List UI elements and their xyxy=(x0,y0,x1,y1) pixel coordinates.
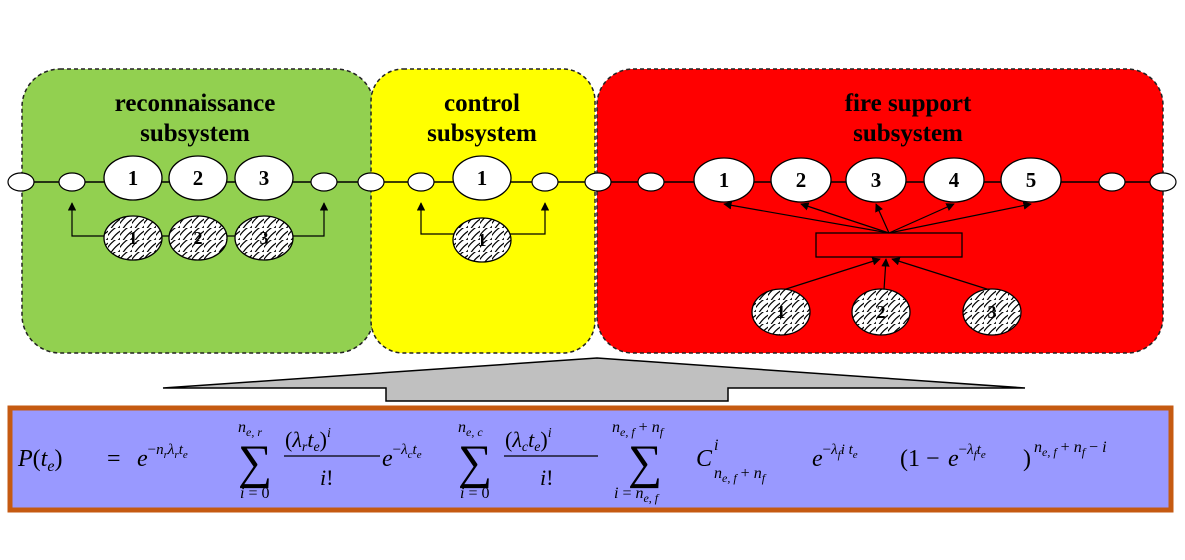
control-title-line2: subsystem xyxy=(427,120,537,147)
fire-node-3-label: 3 xyxy=(871,168,882,192)
formula-text: ∑ xyxy=(628,436,662,489)
junction-node xyxy=(1149,172,1177,192)
fire-redundant-1-label: 1 xyxy=(777,302,786,322)
junction-node xyxy=(637,172,665,192)
fire-switch-arrow xyxy=(888,201,1032,234)
formula-text: C xyxy=(696,446,713,472)
formula-box xyxy=(7,405,1174,513)
formula-text: i = 0 xyxy=(240,485,269,502)
recon-redundant-3-label: 3 xyxy=(260,228,269,248)
recon-node-1 xyxy=(103,155,163,201)
fire-switch-arrow xyxy=(888,203,955,234)
fire-redundant-3-label: 3 xyxy=(988,302,997,322)
formula-text: P(te) xyxy=(17,446,62,475)
recon-node-2 xyxy=(168,155,228,201)
recon-redundant-2 xyxy=(168,215,228,261)
fire-title-line2: subsystem xyxy=(853,120,963,147)
fire-switch-box xyxy=(815,232,963,258)
fire-redundant-arrow xyxy=(881,258,890,291)
fire-node-4 xyxy=(923,157,985,203)
recon-node-1-label: 1 xyxy=(128,166,139,190)
control-redundant-1-label: 1 xyxy=(478,230,487,250)
fire-redundant-2 xyxy=(851,288,911,336)
control-panel xyxy=(370,68,596,354)
junction-node xyxy=(1098,172,1126,192)
recon-title-line2: subsystem xyxy=(140,120,250,147)
fire-redundant-3 xyxy=(962,288,1022,336)
fire-node-2 xyxy=(770,157,832,203)
recon-node-3-label: 3 xyxy=(259,166,270,190)
formula-text: ∑ xyxy=(238,436,272,489)
recon-panel xyxy=(21,68,375,354)
formula-text: (1 − xyxy=(900,446,940,472)
formula-text: i! xyxy=(540,465,553,490)
junction-node xyxy=(7,172,35,192)
formula-arrow xyxy=(162,357,1026,402)
fire-redundant-1 xyxy=(751,288,811,336)
formula-text: (λcte)i xyxy=(505,426,552,455)
formula-text: i xyxy=(714,437,718,454)
fire-title-line1: fire support xyxy=(845,90,972,117)
formula-text: ) xyxy=(1023,446,1031,472)
fire-node-5-label: 5 xyxy=(1026,168,1037,192)
control-title-line1: control xyxy=(444,90,520,117)
recon-redundant-3 xyxy=(234,215,294,261)
recon-redundant-1 xyxy=(103,215,163,261)
formula-text: i = 0 xyxy=(460,485,489,502)
junction-node xyxy=(357,172,385,192)
fire-redundant-arrow xyxy=(891,257,991,291)
recon-title-line1: reconnaissance xyxy=(115,90,276,117)
fire-node-3 xyxy=(845,157,907,203)
control-node-1-label: 1 xyxy=(477,166,488,190)
fire-node-2-label: 2 xyxy=(796,168,807,192)
junction-node xyxy=(584,172,612,192)
formula-text: i! xyxy=(320,465,333,490)
fire-switch-arrow xyxy=(875,203,890,234)
fire-redundant-arrow xyxy=(782,257,881,291)
control-redundant-1 xyxy=(452,217,512,263)
control-node-1 xyxy=(452,155,512,201)
fire-switch-arrow xyxy=(800,202,890,234)
fire-node-4-label: 4 xyxy=(949,168,960,192)
recon-node-3 xyxy=(234,155,294,201)
recon-node-2-label: 2 xyxy=(193,166,204,190)
recon-redundant-1-label: 1 xyxy=(129,228,138,248)
junction-node xyxy=(531,172,559,192)
recon-redundant-2-label: 2 xyxy=(194,228,203,248)
fire-switch-arrow xyxy=(723,201,890,234)
junction-node xyxy=(58,172,86,192)
formula-text: ∑ xyxy=(458,436,492,489)
fire-node-1-label: 1 xyxy=(719,168,730,192)
junction-node xyxy=(407,172,435,192)
junction-node xyxy=(310,172,338,192)
fire-redundant-2-label: 2 xyxy=(877,302,886,322)
formula-text: (λrte)i xyxy=(285,426,331,455)
formula-text: = xyxy=(107,446,121,472)
